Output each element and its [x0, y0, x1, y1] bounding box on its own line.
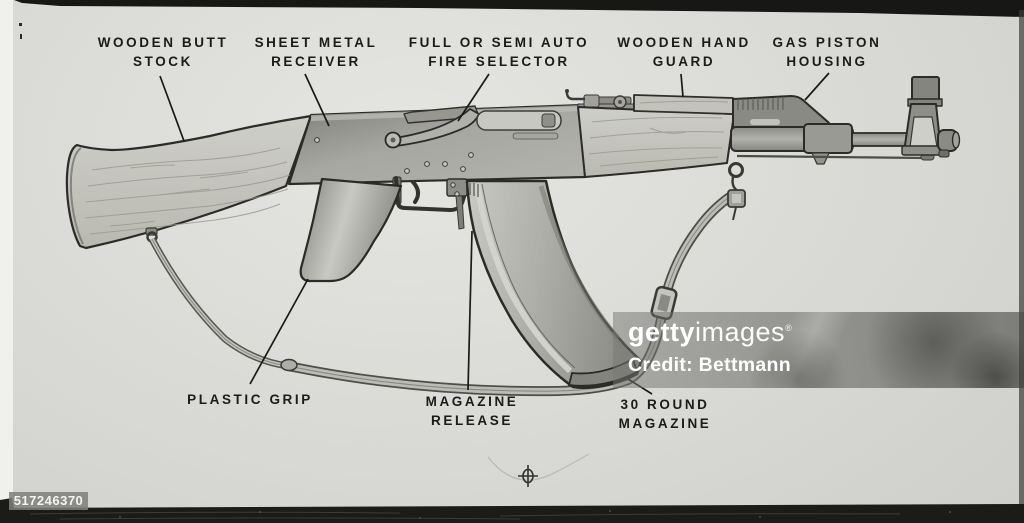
- label-line: WOODEN BUTT: [97, 35, 229, 50]
- fire-selector-lever: [393, 108, 480, 147]
- barrel: [851, 132, 911, 147]
- hand-guard-shape: [577, 106, 735, 178]
- gas-housing-hatching: [737, 97, 784, 110]
- upper-hand-guard-shape: [633, 94, 734, 115]
- receiver-rivets: [314, 137, 474, 174]
- label-line: STOCK: [132, 54, 193, 69]
- hand-guard-grain: [588, 100, 729, 167]
- rod-holder: [811, 152, 830, 165]
- label-line: FIRE SELECTOR: [428, 54, 570, 69]
- label-magazine-release: MAGAZINE RELEASE: [426, 392, 519, 430]
- photo-bottom-edge: [0, 498, 1024, 523]
- magazine-release-shape: [455, 195, 465, 230]
- registered-mark-icon: ®: [785, 323, 793, 333]
- leader-butt-stock: [159, 75, 185, 142]
- sling-buckle: [650, 285, 678, 321]
- pistol-grip-shape: [299, 177, 403, 283]
- barrel-collar: [803, 123, 853, 154]
- watermark-logo: gettyimages®: [628, 317, 792, 348]
- dust-cover-port: [476, 110, 562, 131]
- port-lower-slot: [512, 132, 559, 140]
- cleaning-rod: [736, 154, 929, 160]
- paper-crease: [487, 453, 590, 481]
- label-line: 30 ROUND: [620, 397, 710, 412]
- label-line: PLASTIC GRIP: [187, 392, 313, 407]
- charging-handle: [541, 113, 556, 128]
- selector-stop-plate: [403, 105, 480, 124]
- butt-plate-line: [69, 147, 84, 245]
- muzzle: [937, 129, 961, 158]
- leader-hand-guard: [680, 73, 684, 98]
- label-line: RELEASE: [431, 413, 513, 428]
- leader-magazine-release: [467, 230, 473, 391]
- selector-pivot-pin: [390, 137, 396, 143]
- leader-gas-piston: [804, 72, 830, 101]
- label-line: GAS PISTON: [772, 35, 882, 50]
- magazine-shape: [465, 179, 643, 389]
- label-line: FULL OR SEMI AUTO: [408, 35, 590, 50]
- watermark-band: gettyimages® Credit: Bettmann: [613, 312, 1024, 388]
- label-30-round-magazine: 30 ROUND MAGAZINE: [619, 395, 712, 433]
- label-wooden-hand-guard: WOODEN HAND GUARD: [617, 33, 751, 71]
- photo-top-edge: [14, 0, 1024, 17]
- watermark-brand-light: images: [695, 317, 786, 347]
- label-wooden-butt-stock: WOODEN BUTT STOCK: [98, 33, 229, 71]
- leader-fire-selector: [457, 73, 490, 122]
- gas-housing-slot: [750, 119, 780, 125]
- label-line: RECEIVER: [271, 54, 361, 69]
- leader-plastic-grip: [249, 278, 309, 385]
- label-line: MAGAZINE: [618, 416, 712, 431]
- photo-speck: [19, 23, 22, 26]
- photo-speck: [20, 34, 22, 39]
- leader-receiver: [304, 73, 330, 127]
- butt-stock-shape: [65, 114, 313, 250]
- label-gas-piston-housing: GAS PISTON HOUSING: [772, 33, 881, 71]
- label-plastic-grip: PLASTIC GRIP: [187, 390, 313, 409]
- trigger: [411, 180, 420, 204]
- watermark-brand-bold: getty: [628, 317, 696, 347]
- rifle-illustration: [65, 76, 961, 397]
- label-sheet-metal-receiver: SHEET METAL RECEIVER: [255, 33, 378, 71]
- label-line: GUARD: [652, 54, 716, 69]
- label-fire-selector: FULL OR SEMI AUTO FIRE SELECTOR: [409, 33, 589, 71]
- watermark-credit: Credit: Bettmann: [628, 354, 791, 376]
- registration-mark: [518, 465, 538, 487]
- label-line: WOODEN HAND: [617, 35, 751, 50]
- paper-left-edge: [0, 0, 13, 523]
- catch-rivet: [450, 182, 456, 188]
- label-line: MAGAZINE: [425, 394, 519, 409]
- stock-wood-grain: [84, 147, 291, 235]
- label-line: SHEET METAL: [254, 35, 378, 50]
- image-id-badge: 517246370: [9, 492, 88, 510]
- sling-swivel: [727, 162, 746, 221]
- photo-right-edge: [1019, 10, 1024, 510]
- label-line: HOUSING: [786, 54, 868, 69]
- leader-lines: [159, 72, 830, 395]
